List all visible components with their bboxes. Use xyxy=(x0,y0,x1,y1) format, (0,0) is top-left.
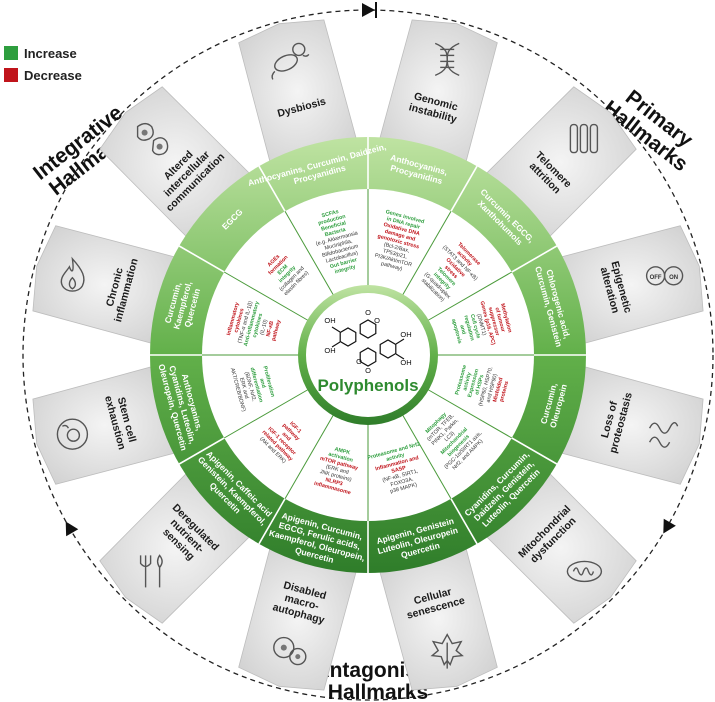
bacteria-icon xyxy=(271,42,310,80)
hallmark-deregulated-nutrient-sensing: Deregulatednutrient-sensing xyxy=(99,471,252,624)
hallmark-chronic-inflammation: Chronicinflammation xyxy=(32,225,177,345)
hallmark-dysbiosis: Dysbiosis xyxy=(238,19,358,164)
hallmark-stem-cell-exhaustion: Stem cellexhaustion xyxy=(32,365,177,485)
center-disc xyxy=(306,293,430,417)
legend-decrease-label: Decrease xyxy=(24,67,82,83)
switch-on-label: ON xyxy=(669,275,678,281)
atom-label: OH xyxy=(400,358,411,367)
telomere-icon xyxy=(569,123,599,154)
autophagy-icon xyxy=(273,636,307,666)
cycle-arrow-icon xyxy=(362,2,377,18)
stem-cell-icon xyxy=(56,418,89,450)
effect-divider xyxy=(426,271,513,322)
effect-divider xyxy=(284,210,335,297)
effect-divider xyxy=(426,388,513,439)
legend: Increase Decrease xyxy=(4,42,82,86)
legend-item-increase: Increase xyxy=(4,42,82,64)
cycle-arrow-icon xyxy=(65,521,79,537)
hallmark-disabled-macro-autophagy: Disabledmacro-autophagy xyxy=(238,546,358,691)
center-title: Polyphenols xyxy=(317,376,418,395)
effect-list: Genes involvedin DNA repairOxidative DNA… xyxy=(370,209,426,275)
decrease-swatch xyxy=(4,68,18,82)
effect-list: ProteasomeactivityExpressionof HSPs(HSP6… xyxy=(453,359,513,412)
effect-list: SCFAsproductionBeneficialBacteria(e.g. A… xyxy=(309,206,367,279)
effect-divider xyxy=(223,271,310,322)
atom-label: OH xyxy=(324,346,335,355)
switch-off-label: OFF xyxy=(650,275,662,281)
epigenetic-switch-icon: OFF ON xyxy=(645,266,684,286)
effect-divider xyxy=(284,413,335,500)
cycle-arrow-icon xyxy=(663,518,676,534)
effect-divider xyxy=(223,388,310,439)
dashed-circle xyxy=(22,9,714,701)
atom-label: O xyxy=(374,316,380,325)
atom-label: OH xyxy=(400,330,411,339)
hallmark-altered-intercellular-communication: Alteredintercellularcommunication xyxy=(99,86,252,239)
atom-label: O xyxy=(365,308,371,317)
leaf-icon xyxy=(430,633,464,669)
utensils-icon xyxy=(139,554,163,588)
atom-label: O xyxy=(356,357,362,366)
dna-icon xyxy=(434,42,460,77)
atom-label: OH xyxy=(324,316,335,325)
legend-increase-label: Increase xyxy=(24,45,77,61)
cells-icon xyxy=(136,122,169,156)
hallmark-loss-of-proteostasis: Loss ofproteostasis xyxy=(559,365,704,485)
hallmark-telomere-attrition: Telomereattrition xyxy=(484,86,637,239)
protein-icon xyxy=(648,422,679,448)
effect-divider xyxy=(401,210,452,297)
legend-item-decrease: Decrease xyxy=(4,64,82,86)
increase-swatch xyxy=(4,46,18,60)
hallmark-cellular-senescence: Cellularsenescence xyxy=(378,546,498,691)
hallmark-mitochondrial-dysfunction: Mitochondrialdysfunction xyxy=(484,471,637,624)
mitochondria-icon xyxy=(566,560,603,583)
effect-list: Inflammatorycytokines(TNF-α and IL-1β)An… xyxy=(224,296,285,354)
effect-divider xyxy=(401,413,452,500)
atom-label: O xyxy=(365,366,371,375)
flame-icon xyxy=(60,256,85,292)
